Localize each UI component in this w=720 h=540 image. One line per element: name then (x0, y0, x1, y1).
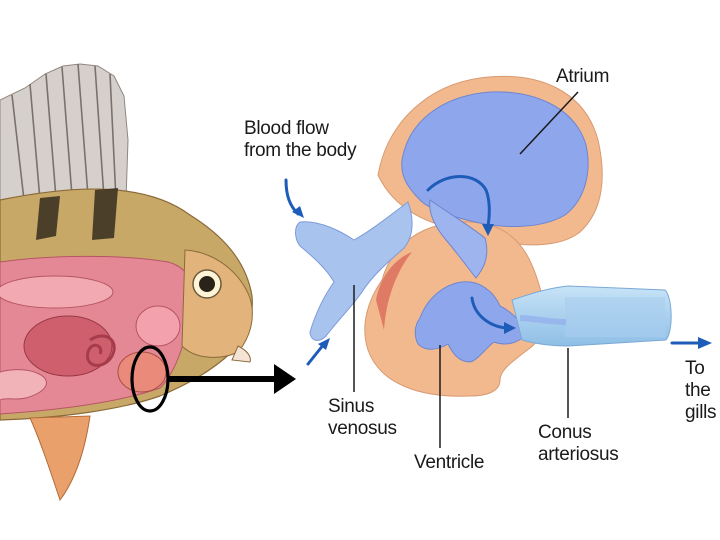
body-stripes (36, 188, 118, 240)
arrow-ventricle-to-conus (470, 296, 508, 330)
arrow-up-sinus (306, 342, 326, 366)
label-blood-flow: Blood flow from the body (244, 118, 357, 161)
atrium-leader (519, 91, 579, 155)
pointer-arrow-head (274, 364, 296, 394)
organs (0, 275, 181, 401)
fish-mouth (231, 345, 251, 363)
label-ventricle: Ventricle (414, 452, 485, 473)
fin-rays (11, 63, 117, 201)
flow-arrows (284, 175, 712, 366)
label-conus-arteriosus: Conus arteriosus (538, 422, 619, 465)
sinus-venosus (295, 201, 413, 341)
leader-lines (353, 91, 579, 448)
ventricle (414, 281, 527, 363)
label-to-gills: To the gills (685, 358, 717, 423)
fish-illustration (0, 63, 296, 502)
pelvic-fin (29, 415, 91, 502)
label-sinus-venosus: Sinus venosus (328, 396, 397, 439)
atrium (401, 91, 589, 227)
arrow-atrium-curve (426, 175, 491, 228)
heart-illustration (295, 75, 672, 397)
label-atrium: Atrium (556, 66, 610, 87)
